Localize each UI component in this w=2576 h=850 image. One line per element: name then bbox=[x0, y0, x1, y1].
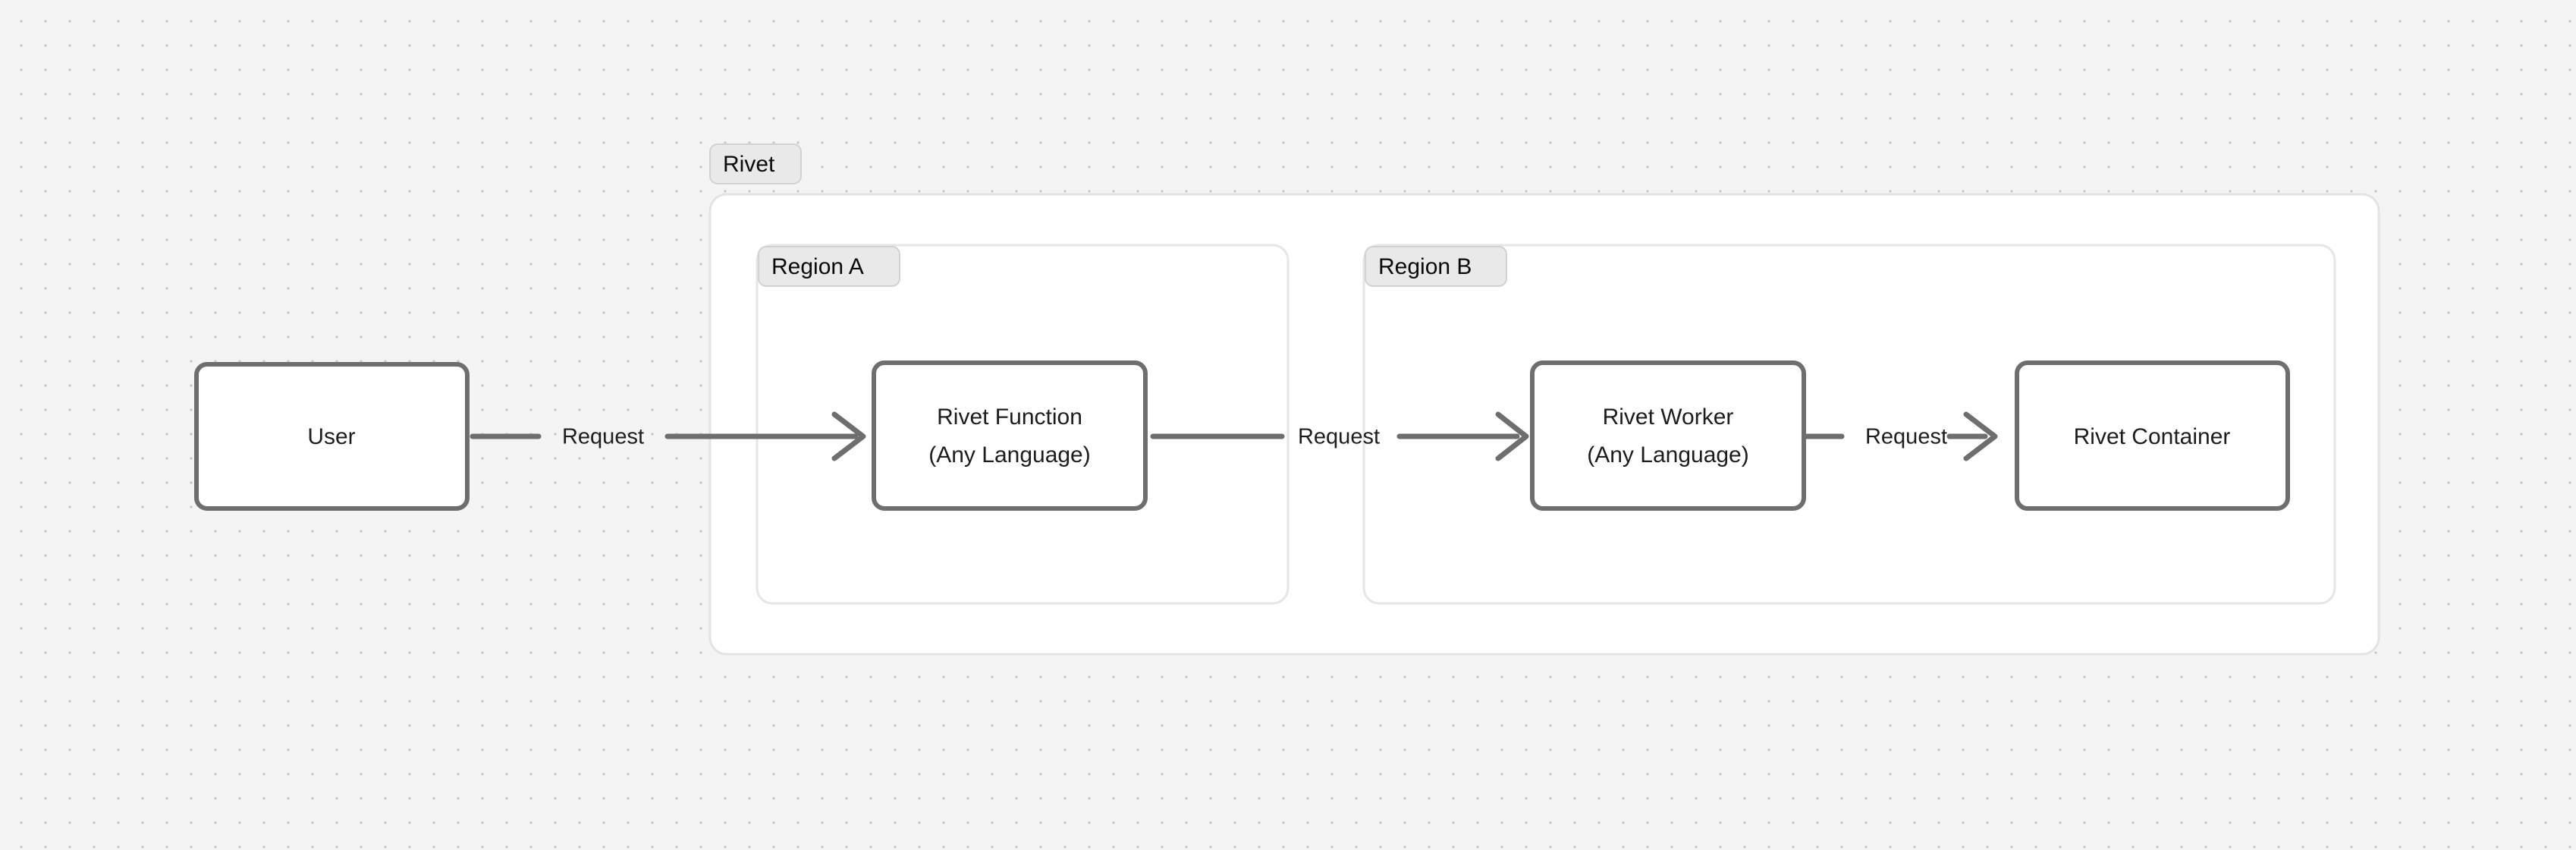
node-user[interactable]: User bbox=[194, 362, 470, 511]
node-rivet-function-box bbox=[872, 360, 1148, 511]
node-rivet-worker-label-line2: (Any Language) bbox=[1587, 442, 1749, 468]
node-rivet-container[interactable]: Rivet Container bbox=[2015, 360, 2290, 511]
node-rivet-function-label-line1: Rivet Function bbox=[937, 405, 1082, 430]
edge-worker-container: Request bbox=[1801, 411, 1998, 461]
group-region-b[interactable] bbox=[1362, 244, 2336, 605]
group-region-b-badge-label: Region B bbox=[1378, 254, 1472, 279]
group-region-b-badge-box bbox=[1365, 246, 1507, 287]
node-rivet-worker-label-line1: Rivet Worker bbox=[1603, 405, 1734, 430]
group-region-b-box bbox=[1362, 244, 2336, 605]
node-rivet-container-box bbox=[2015, 360, 2290, 511]
edge-user-function-label: Request bbox=[562, 425, 644, 449]
edge-function-worker-label: Request bbox=[1298, 425, 1380, 449]
edge-function-worker-arrowhead bbox=[1495, 411, 1529, 461]
group-rivet-badge[interactable]: Rivet bbox=[709, 143, 802, 184]
group-region-b-badge[interactable]: Region B bbox=[1365, 246, 1507, 287]
node-rivet-function[interactable]: Rivet Function (Any Language) bbox=[872, 360, 1148, 511]
node-rivet-worker-box bbox=[1530, 360, 1806, 511]
group-rivet-badge-box bbox=[709, 143, 802, 184]
edge-function-worker: Request bbox=[1150, 411, 1529, 461]
group-region-a-badge-box bbox=[758, 246, 900, 287]
group-region-a-badge[interactable]: Region A bbox=[758, 246, 900, 287]
edge-user-function-arrowhead bbox=[831, 411, 866, 461]
edge-worker-container-arrowhead bbox=[1963, 411, 1998, 461]
group-rivet-badge-label: Rivet bbox=[723, 152, 775, 177]
edge-user-function: Request bbox=[470, 411, 866, 461]
edge-worker-container-label: Request bbox=[1865, 425, 1947, 449]
node-user-label: User bbox=[307, 424, 355, 449]
node-rivet-worker[interactable]: Rivet Worker (Any Language) bbox=[1530, 360, 1806, 511]
node-rivet-container-label: Rivet Container bbox=[2074, 424, 2231, 449]
group-region-a-badge-label: Region A bbox=[771, 254, 864, 279]
node-user-box bbox=[194, 362, 470, 511]
node-rivet-function-label-line2: (Any Language) bbox=[928, 442, 1091, 468]
